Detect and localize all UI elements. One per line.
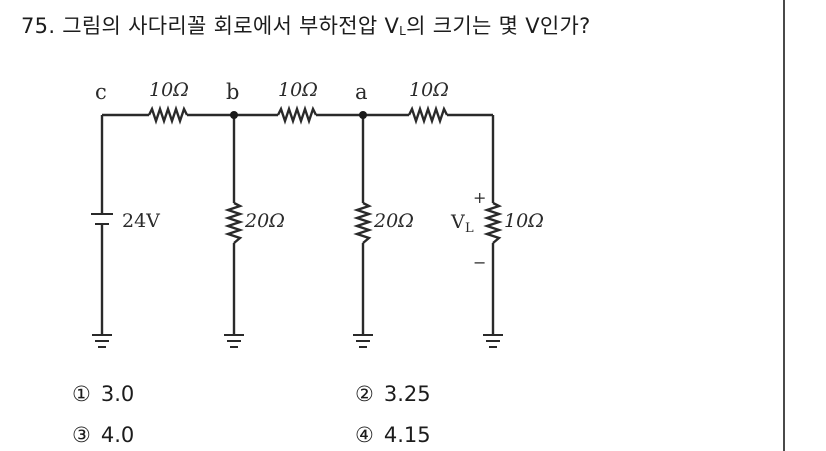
resistor-20-ohm-b [224,201,244,244]
question-number: 75. [21,14,56,38]
node-c-label: c [95,80,107,104]
choice-number: ① [72,382,91,406]
resistor-10-ohm-2 [276,105,318,125]
series-r2-label: 10Ω [278,79,318,101]
shunt-b-label: 20Ω [244,210,285,232]
resistor-10-ohm-1 [147,105,189,125]
question-body-end: 의 크기는 몇 V인가? [406,14,591,38]
load-voltage-subscript: L [465,221,474,236]
choice-value: 4.15 [383,423,431,447]
ground-icon [483,334,503,348]
question-subscript: L [399,24,407,38]
node-a-label: a [355,80,368,104]
question-text: 75. 그림의 사다리꼴 회로에서 부하전압 VL의 크기는 몇 V인가? [21,10,591,40]
series-r3-label: 10Ω [409,79,449,101]
choice-4[interactable]: ④ 4.15 [355,423,431,447]
ground-symbols [92,334,503,348]
source-voltage-label: 24V [122,210,160,232]
choice-number: ④ [355,423,374,447]
choice-value: 3.0 [100,382,135,406]
choice-number: ② [355,382,374,406]
ground-icon [92,334,112,348]
node-b-dot [230,111,238,119]
choice-value: 3.25 [383,382,431,406]
ground-icon [224,334,244,348]
load-resistor-label: 10Ω [504,210,544,232]
shunt-a-label: 20Ω [373,210,414,232]
page-border [783,0,785,451]
load-resistor [483,201,503,244]
load-voltage-label: V [450,211,465,233]
choice-2[interactable]: ② 3.25 [355,382,431,406]
resistor-10-ohm-3 [407,105,449,125]
choice-value: 4.0 [100,423,135,447]
minus-sign: − [473,253,486,272]
node-b-label: b [226,80,239,104]
question-body: 그림의 사다리꼴 회로에서 부하전압 V [62,14,400,38]
node-a-dot [359,111,367,119]
resistor-20-ohm-a [353,201,373,244]
choice-number: ③ [72,423,91,447]
series-r1-label: 10Ω [149,79,189,101]
ground-icon [353,334,373,348]
choice-1[interactable]: ① 3.0 [72,382,134,406]
choice-3[interactable]: ③ 4.0 [72,423,134,447]
plus-sign: + [473,188,486,207]
